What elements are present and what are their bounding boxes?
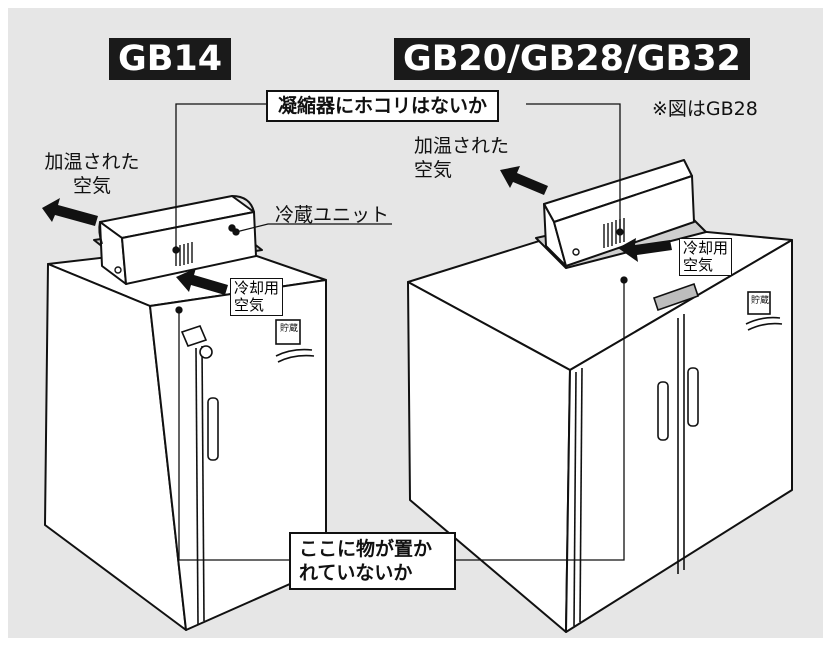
cooling-air-label-left-line1: 冷却用: [234, 279, 280, 297]
cooling-air-label-right: 冷却用 空気: [679, 238, 733, 276]
heated-air-arrow-left: [42, 198, 98, 226]
arrows: [42, 166, 672, 295]
storage-badge-right: 貯蔵: [750, 296, 769, 306]
cooling-air-label-right-line1: 冷却用: [683, 239, 729, 257]
cooling-air-label-left: 冷却用 空気: [230, 278, 284, 316]
gb28-door-details: [573, 291, 783, 627]
objects-callout-line2: れていないか: [299, 562, 413, 584]
gb14-unit-vents: [114, 224, 236, 274]
heated-air-label-right: 加温された 空気: [414, 134, 522, 182]
cooling-air-arrow-right: [618, 238, 672, 262]
objects-callout: ここに物が置か れていないか: [289, 532, 456, 590]
storage-badge-left: 貯蔵: [279, 324, 298, 334]
cooling-air-label-left-line2: 空気: [234, 296, 265, 314]
gb14-door-details: [180, 319, 315, 625]
heated-air-label-right-line2: 空気: [414, 159, 453, 181]
leader-lines: [172, 103, 628, 561]
objects-callout-line1: ここに物が置か: [299, 538, 433, 560]
model-tag-gb14: GB14: [109, 38, 232, 80]
gb14-cooling-unit: [93, 195, 263, 285]
figure-note: ※図はGB28: [652, 98, 758, 120]
gb14-cabinet: [44, 243, 327, 631]
gb28-top-latch: [652, 282, 700, 312]
heated-air-arrow-right: [500, 166, 548, 195]
heated-air-label-right-line1: 加温された: [414, 135, 510, 157]
model-tag-gb20-gb28-gb32: GB20/GB28/GB32: [394, 38, 750, 80]
heated-air-label-left-line1: 加温された: [44, 151, 140, 173]
heated-air-label-left-line2: 空気: [72, 175, 111, 197]
heated-air-label-left: 加温された 空気: [38, 150, 146, 198]
cooling-air-arrow-left: [176, 268, 228, 295]
condenser-callout: 凝縮器にホコリはないか: [266, 90, 500, 122]
cooling-air-label-right-line2: 空気: [683, 256, 714, 274]
cooling-unit-label: 冷蔵ユニット: [275, 204, 390, 226]
